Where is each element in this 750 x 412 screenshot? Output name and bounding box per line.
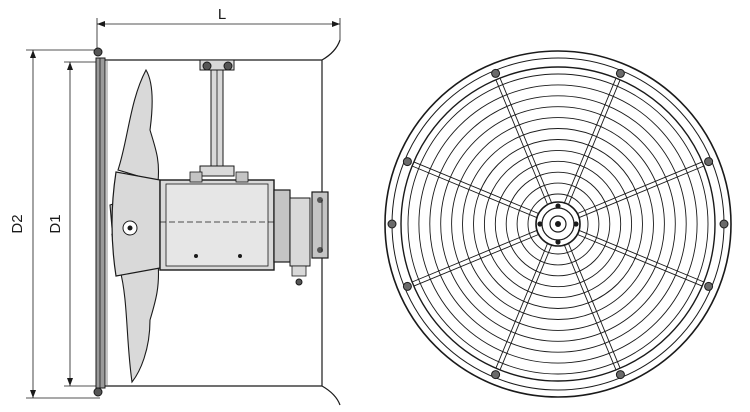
- dimension-label-D2: D2: [9, 214, 26, 233]
- mounting-lug-bolt-icon: [615, 68, 625, 78]
- grille-ring: [407, 73, 709, 375]
- motor-body: [159, 171, 329, 286]
- grille-ring: [429, 95, 687, 353]
- mounting-lug-bolt-icon: [491, 370, 501, 380]
- grille-ring: [440, 106, 676, 342]
- mounting-lug-bolt-icon: [491, 68, 501, 78]
- mounting-lug-bolt-icon: [402, 281, 412, 291]
- bolt-icon: [93, 47, 103, 57]
- grille-ring: [505, 171, 611, 277]
- mounting-lug-bolt-icon: [615, 370, 625, 380]
- impeller-hub: [111, 171, 161, 277]
- grille-ring: [451, 117, 665, 331]
- grille-ring: [494, 160, 622, 288]
- grille-spokes: [411, 77, 705, 371]
- side-lug-bolt-icon: [387, 219, 397, 229]
- mounting-lug-bolt-icon: [704, 281, 714, 291]
- bolt-icon: [93, 387, 103, 397]
- grille-ring: [473, 139, 643, 309]
- dimension-label-D1: D1: [47, 214, 64, 233]
- grille-ring: [418, 84, 698, 364]
- grille-spoke: [411, 161, 539, 219]
- grille-ring: [516, 182, 600, 266]
- grille-spoke: [577, 229, 705, 287]
- grille-ring: [527, 193, 589, 255]
- fan-side-view: [93, 39, 341, 406]
- duct-housing: [100, 39, 341, 406]
- hanging-bracket: [199, 59, 235, 177]
- grille-spoke: [411, 229, 539, 287]
- mounting-lug-bolt-icon: [402, 157, 412, 167]
- grille-spoke: [495, 243, 553, 371]
- grille-ring: [483, 149, 633, 299]
- front-grille-edge: [95, 57, 106, 389]
- mounting-lugs: [387, 68, 729, 380]
- grille-spoke: [563, 77, 621, 205]
- grille-spoke: [563, 243, 621, 371]
- front-hub: [535, 201, 581, 247]
- dimension-L: L: [96, 6, 341, 52]
- dimension-D1: D1: [47, 61, 104, 387]
- grille-spoke: [577, 161, 705, 219]
- grille-rings: [407, 73, 709, 375]
- fan-front-view: [384, 50, 732, 398]
- dimension-label-L: L: [218, 6, 226, 23]
- mounting-lug-bolt-icon: [704, 157, 714, 167]
- grille-ring: [462, 128, 654, 320]
- outer-frame-ring: [384, 50, 732, 398]
- grille-spoke: [495, 77, 553, 205]
- side-lug-bolt-icon: [719, 219, 729, 229]
- dimension-D2: D2: [9, 49, 100, 399]
